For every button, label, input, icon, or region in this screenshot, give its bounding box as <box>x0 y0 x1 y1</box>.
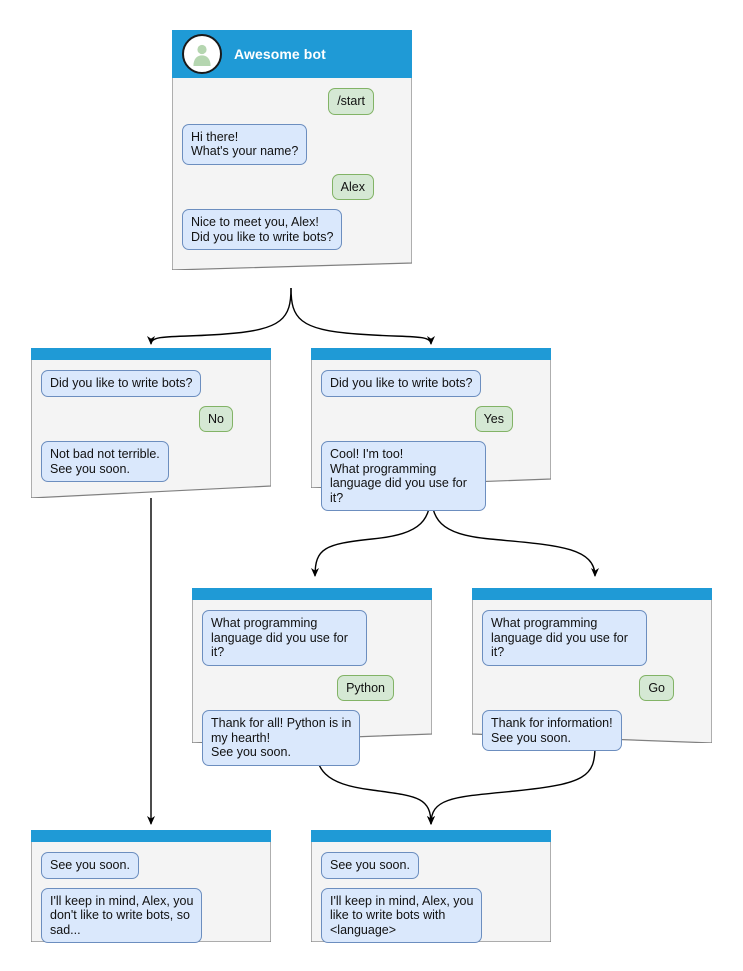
chat-bubble-bot: Thank for information! See you soon. <box>482 710 622 751</box>
chat-bubble-bot: I'll keep in mind, Alex, you like to wri… <box>321 887 483 943</box>
chat-bubble-user: Alex <box>331 173 374 200</box>
chat-bubble-bot: Hi there! What's your name? <box>182 123 308 165</box>
chat-bubble-bot: See you soon. <box>321 852 419 879</box>
chat-bubble-bot: Did you like to write bots? <box>321 370 482 397</box>
node-header-end-happy <box>311 830 551 842</box>
node-header-start: Awesome bot <box>172 30 412 78</box>
node-answer-no[interactable]: Did you like to write bots? No Not bad n… <box>31 348 271 498</box>
bot-name-label: Awesome bot <box>234 46 326 62</box>
chat-bubble-user: No <box>199 405 233 432</box>
node-header-answer-no <box>31 348 271 360</box>
chat-bubble-bot: What programming language did you use fo… <box>202 610 367 666</box>
chat-bubble-bot: I'll keep in mind, Alex, you don't like … <box>41 887 203 943</box>
node-lang-go[interactable]: What programming language did you use fo… <box>472 588 712 751</box>
edge-start-to-yes <box>290 287 435 345</box>
chat-bubble-bot: Not bad not terrible. See you soon. <box>41 441 169 482</box>
chat-bubble-bot: See you soon. <box>41 852 139 879</box>
node-start[interactable]: Awesome bot /start Hi there! What's your… <box>172 30 412 270</box>
chat-area-lang-python: What programming language did you use fo… <box>192 600 432 775</box>
chat-area-start: /start Hi there! What's your name? Alex … <box>172 78 412 270</box>
chat-bubble-bot: Cool! I'm too! What programming language… <box>321 441 486 511</box>
chat-area-lang-go: What programming language did you use fo… <box>472 600 712 760</box>
chat-bubble-bot: Nice to meet you, Alex! Did you like to … <box>182 209 343 250</box>
node-end-happy[interactable]: See you soon. I'll keep in mind, Alex, y… <box>311 830 551 943</box>
chat-bubble-user: /start <box>328 88 374 115</box>
chat-bubble-bot: What programming language did you use fo… <box>482 610 647 666</box>
node-lang-python[interactable]: What programming language did you use fo… <box>192 588 432 766</box>
chat-bubble-user: Go <box>639 674 674 701</box>
chat-bubble-bot: Thank for all! Python is in my hearth! S… <box>202 710 361 766</box>
node-end-sad[interactable]: See you soon. I'll keep in mind, Alex, y… <box>31 830 271 943</box>
node-header-lang-python <box>192 588 432 600</box>
person-avatar-icon <box>182 34 222 74</box>
chat-bubble-bot: Did you like to write bots? <box>41 370 202 397</box>
edge-start-to-no <box>147 287 292 345</box>
node-header-answer-yes <box>311 348 551 360</box>
node-header-lang-go <box>472 588 712 600</box>
chat-bubble-user: Yes <box>474 405 513 432</box>
chat-area-end-sad: See you soon. I'll keep in mind, Alex, y… <box>31 842 271 952</box>
chat-area-end-happy: See you soon. I'll keep in mind, Alex, y… <box>311 842 551 952</box>
chat-area-answer-no: Did you like to write bots? No Not bad n… <box>31 360 271 498</box>
chat-bubble-user: Python <box>337 674 394 701</box>
node-answer-yes[interactable]: Did you like to write bots? Yes Cool! I'… <box>311 348 551 511</box>
node-header-end-sad <box>31 830 271 842</box>
chat-area-answer-yes: Did you like to write bots? Yes Cool! I'… <box>311 360 551 520</box>
